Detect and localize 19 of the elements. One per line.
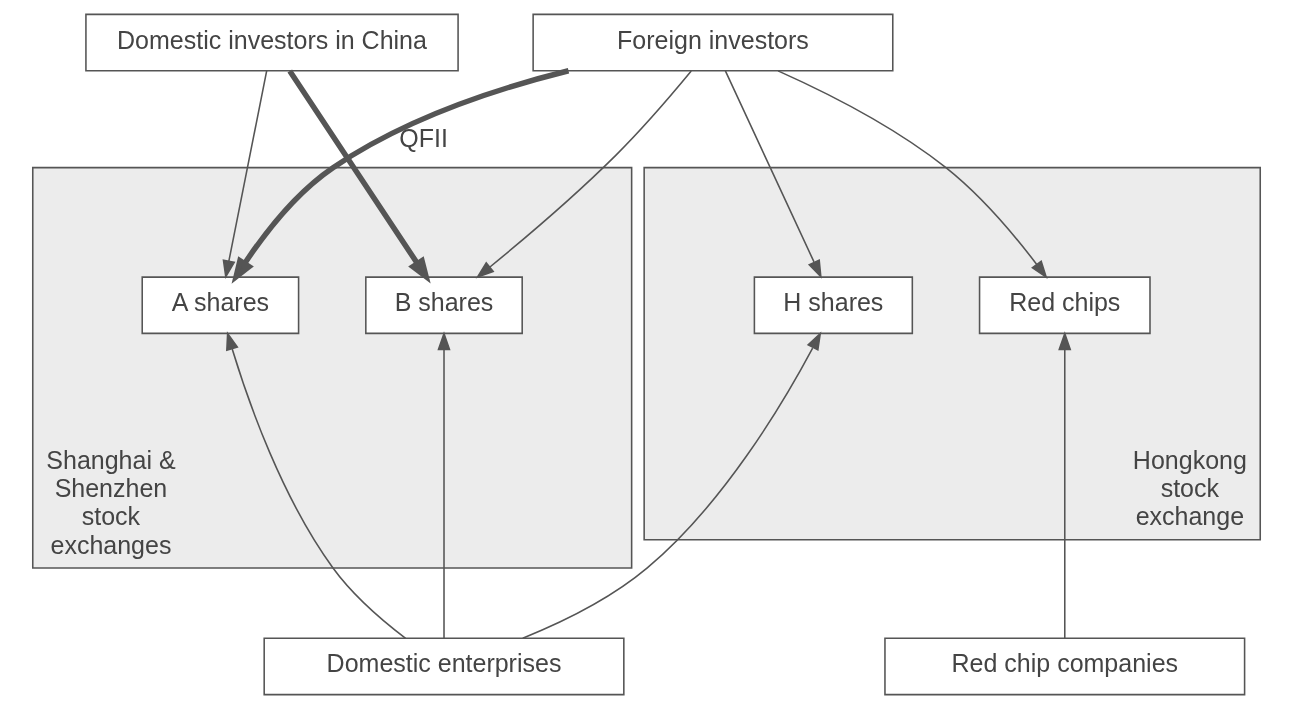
node-box: Domestic investors in China — [85, 13, 459, 72]
arrow — [437, 331, 451, 639]
arrow — [287, 69, 431, 284]
arrow — [226, 331, 407, 640]
arrow — [222, 70, 268, 279]
node-box: B shares — [365, 276, 523, 335]
arrow — [1058, 331, 1072, 639]
arrow — [724, 70, 822, 279]
node-box: A shares — [141, 276, 300, 335]
node-box: Red chip companies — [884, 637, 1246, 696]
node-box: Foreign investors — [532, 13, 894, 72]
arrow — [231, 68, 570, 284]
arrow — [475, 70, 692, 279]
node-box: Red chips — [978, 276, 1151, 335]
node-box: H shares — [753, 276, 914, 335]
arrow — [521, 331, 822, 639]
node-box: Domestic enterprises — [263, 637, 625, 696]
arrow — [777, 70, 1048, 279]
edge-label: QFII — [399, 124, 448, 152]
